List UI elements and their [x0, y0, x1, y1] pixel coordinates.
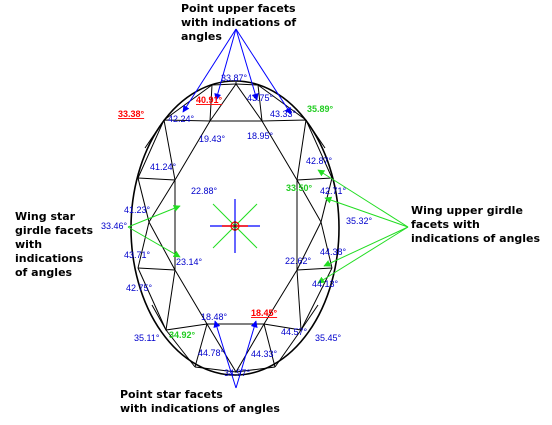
angle-label: 42.75° — [126, 283, 153, 293]
angle-label: 33.50° — [286, 183, 313, 193]
angle-label: 42.24° — [168, 114, 195, 124]
angle-label: 33.46° — [101, 221, 128, 231]
angle-label: 43.71° — [124, 250, 151, 260]
angle-label: 22.88° — [191, 186, 218, 196]
angle-label: 35.11° — [134, 333, 160, 343]
angle-label: 18.48° — [201, 312, 228, 322]
left-label-arrows — [127, 205, 181, 258]
angle-label: 35.89° — [307, 104, 334, 114]
top-annotation: Point upper facets with indications of a… — [181, 2, 297, 43]
angle-label: 44.33° — [251, 349, 278, 359]
angle-label: 35.32° — [346, 216, 373, 226]
angle-label: 34.92° — [169, 330, 196, 340]
angle-label: 44.13° — [312, 279, 339, 289]
angle-label: 43.75° — [247, 93, 274, 103]
angle-label: 33.38° — [118, 109, 145, 119]
angle-label: 33.87° — [221, 73, 248, 83]
angle-label: 41.24° — [150, 162, 177, 172]
angle-label: 44.57° — [281, 327, 308, 337]
culet-mark — [210, 199, 260, 253]
right-label-arrows — [317, 169, 409, 284]
angle-label: 43.33° — [270, 109, 297, 119]
angle-label: 40.91° — [196, 95, 223, 105]
angle-label: 42.87° — [306, 156, 333, 166]
angle-labels: 33.87° 40.91° 43.75° 33.38° 42.24° 43.33° 35.8… — [101, 73, 373, 378]
angle-label: 35.45° — [315, 333, 342, 343]
angle-label: 19.43° — [199, 134, 226, 144]
angle-label: 23.14° — [176, 257, 203, 267]
angle-label: 44.78° — [198, 348, 225, 358]
angle-label: 34.97° — [224, 368, 251, 378]
angle-label: 22.62° — [285, 256, 312, 266]
girdle-outline — [130, 80, 340, 376]
angle-label: 44.38° — [320, 247, 347, 257]
bottom-label-arrows — [213, 320, 258, 389]
left-annotation: Wing star girdle facets with indications… — [15, 210, 93, 279]
top-label-arrows — [182, 28, 292, 115]
angle-label: 18.95° — [247, 131, 274, 141]
angle-label: 41.23° — [124, 205, 151, 215]
bottom-annotation: Point star facets with indications of an… — [120, 388, 280, 415]
angle-label: 18.45° — [251, 308, 278, 318]
angle-label: 42.71° — [320, 186, 347, 196]
right-annotation: Wing upper girdle facets with indication… — [411, 204, 541, 245]
upper-girdle-facets — [137, 82, 333, 373]
